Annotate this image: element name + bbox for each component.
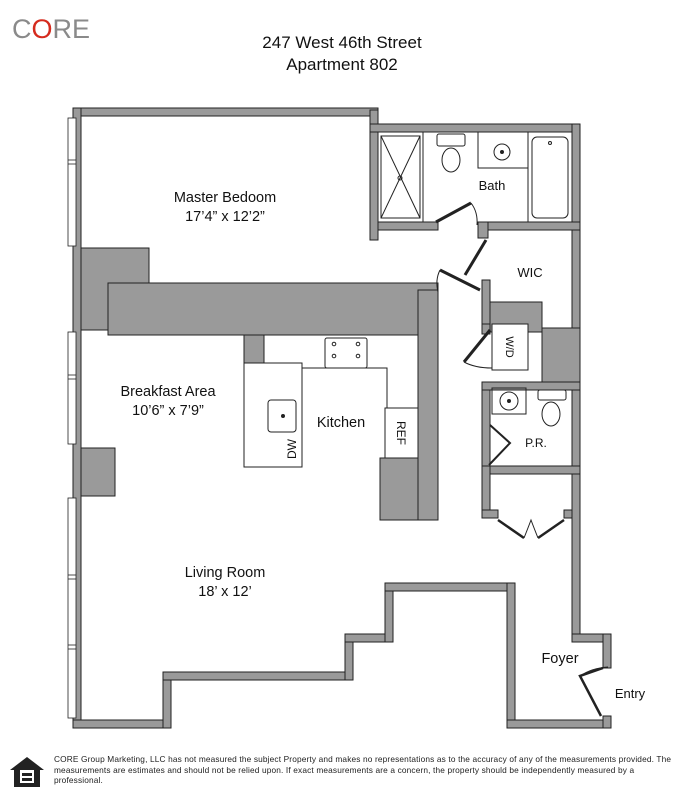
- wall-bath-stub: [477, 221, 489, 239]
- refrigerator: [384, 407, 419, 459]
- dishwasher-label: DW: [285, 438, 299, 459]
- bath-toilet-tank: [436, 133, 466, 147]
- page-title: 247 West 46th Street Apartment 802: [0, 32, 684, 76]
- wall-right-upper: [571, 123, 581, 485]
- master-bedroom-label: Master Bedoom: [174, 190, 276, 206]
- bath-door-swing: [470, 202, 478, 226]
- wall-entry-upper: [602, 633, 612, 669]
- wall-pr-top: [481, 381, 581, 391]
- disclaimer-text: CORE Group Marketing, LLC has not measur…: [54, 754, 672, 785]
- refrigerator-label: REF: [394, 421, 408, 445]
- bathtub: [531, 136, 569, 219]
- pr-vanity: [491, 387, 527, 415]
- wall-bedroom-top: [72, 107, 379, 117]
- kitchen-ref-pier: [379, 457, 419, 521]
- pr-toilet-bowl: [541, 401, 561, 427]
- wall-bedroom-bottom: [107, 282, 439, 336]
- bath-sink-icon: [493, 143, 511, 161]
- wall-bath-bottom-left: [377, 221, 439, 231]
- cooktop-icon: [324, 337, 368, 369]
- kitchen-counter-left: [243, 362, 303, 468]
- washer-dryer: [491, 323, 529, 371]
- kitchen-nib: [243, 334, 265, 364]
- windows-left: [67, 117, 77, 719]
- foyer-label: Foyer: [541, 651, 578, 667]
- entry-door[interactable]: [578, 666, 604, 717]
- washer-dryer-label: W/D: [503, 336, 515, 357]
- shower-pan: [380, 135, 421, 219]
- wall-living-bottom: [72, 719, 172, 729]
- pr-toilet-tank: [537, 389, 567, 401]
- master-bedroom-dims: 17’4” x 12’2”: [185, 209, 265, 225]
- wall-entry-lower: [602, 715, 612, 729]
- wall-wd-right-block: [541, 327, 581, 391]
- wall-step-5: [384, 582, 394, 643]
- wall-pr-bottom: [481, 465, 581, 475]
- logo-text-o: O: [31, 14, 53, 44]
- equal-housing-opportunity-icon: [10, 757, 44, 787]
- wic-label: WIC: [517, 265, 542, 280]
- powder-room-label: P.R.: [525, 436, 547, 450]
- wic-door[interactable]: [463, 239, 488, 276]
- bedroom-door-swing: [436, 269, 441, 293]
- logo-text-c: C: [12, 14, 32, 44]
- kitchen-label: Kitchen: [317, 415, 365, 431]
- bath-label: Bath: [479, 178, 506, 193]
- apartment-line: Apartment 802: [286, 55, 398, 74]
- wall-step-2: [162, 671, 354, 681]
- wd-door[interactable]: [462, 329, 492, 363]
- living-room-dims: 18’ x 12’: [198, 584, 251, 600]
- bath-door[interactable]: [435, 201, 472, 224]
- wall-kitchen-right: [417, 289, 439, 521]
- wall-closet-nib-left: [481, 509, 499, 519]
- wall-right-lower: [571, 473, 581, 643]
- breakfast-area-dims: 10’6” x 7’9”: [132, 403, 204, 419]
- bath-vanity: [477, 131, 529, 169]
- closet-doors[interactable]: [497, 518, 565, 540]
- entry-label: Entry: [615, 686, 646, 701]
- wall-pr-left: [481, 387, 491, 467]
- bath-toilet-bowl: [441, 147, 461, 173]
- wall-foyer-left: [506, 582, 516, 729]
- logo-text-re: RE: [52, 14, 91, 44]
- address-line: 247 West 46th Street: [262, 33, 422, 52]
- pr-door[interactable]: [488, 424, 512, 466]
- wall-step-6: [384, 582, 516, 592]
- wall-bath-bottom-right: [477, 221, 581, 231]
- shower-drain-icon: [397, 175, 403, 181]
- bedroom-door[interactable]: [439, 268, 481, 292]
- breakfast-area-label: Breakfast Area: [120, 384, 216, 400]
- kitchen-sink-icon: [267, 399, 297, 433]
- core-logo: CORE: [12, 14, 90, 45]
- living-room-label: Living Room: [185, 565, 266, 581]
- shower: [377, 131, 424, 223]
- wall-bath-top: [369, 123, 581, 133]
- wall-foyer-bottom: [506, 719, 612, 729]
